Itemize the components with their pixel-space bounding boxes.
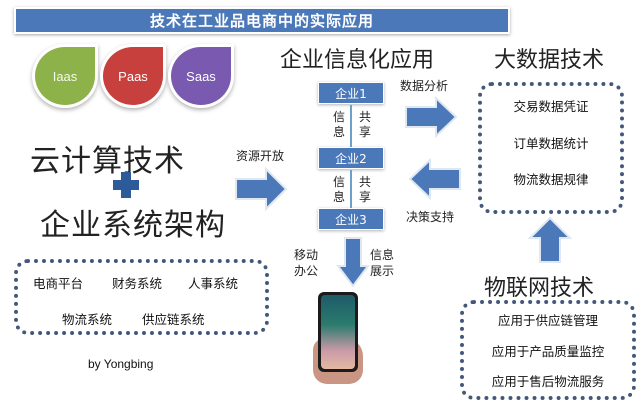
system-supply-chain: 供应链系统	[142, 312, 205, 327]
bigdata-box	[478, 82, 624, 214]
enterprise-3-box: 企业3	[318, 208, 384, 230]
info-label-2: 信息	[332, 175, 345, 204]
enterprise-3-label: 企业3	[335, 212, 367, 227]
paas-badge: Paas	[100, 44, 166, 108]
arrow-left-from-bigdata-icon	[408, 158, 461, 200]
enterprise-1-label: 企业1	[335, 86, 367, 101]
author-credit: by Yongbing	[88, 357, 154, 371]
enterprise-info-heading: 企业信息化应用	[280, 48, 435, 73]
enterprise-2-box: 企业2	[318, 147, 384, 169]
enterprise-2-label: 企业2	[335, 151, 367, 166]
bigdata-item-3: 物流数据规律	[513, 172, 589, 187]
system-ecommerce: 电商平台	[33, 276, 84, 291]
enterprise-architecture-heading: 企业系统架构	[40, 208, 226, 243]
iot-box	[460, 300, 636, 400]
system-hr: 人事系统	[188, 276, 239, 291]
bigdata-heading: 大数据技术	[494, 48, 605, 73]
enterprise-1-box: 企业1	[318, 82, 384, 104]
info-display-label: 信息展示	[370, 248, 395, 278]
share-label-2: 共享	[358, 175, 371, 204]
iaas-badge: Iaas	[32, 44, 98, 108]
link-line-2-3	[350, 170, 352, 208]
arrow-right-to-bigdata-icon	[405, 96, 458, 138]
arrow-down-icon	[336, 237, 370, 288]
smartphone-icon	[318, 292, 358, 372]
saas-badge: Saas	[168, 44, 234, 108]
cloud-computing-heading: 云计算技术	[30, 144, 185, 179]
bigdata-item-2: 订单数据统计	[513, 136, 589, 151]
arrow-right-icon	[235, 166, 288, 212]
system-finance: 财务系统	[112, 276, 163, 291]
iot-heading: 物联网技术	[484, 276, 595, 301]
page-title: 技术在工业品电商中的实际应用	[149, 12, 374, 30]
system-logistics: 物流系统	[62, 312, 113, 327]
title-bar: 技术在工业品电商中的实际应用	[14, 7, 510, 34]
plus-icon	[113, 172, 139, 198]
iot-item-1: 应用于供应链管理	[497, 313, 598, 328]
systems-box	[14, 259, 269, 335]
arrow-up-icon	[527, 216, 573, 263]
decision-support-label: 决策支持	[406, 210, 455, 224]
info-label-1: 信息	[332, 110, 345, 139]
data-analysis-label: 数据分析	[400, 79, 449, 93]
paas-label: Paas	[118, 68, 148, 84]
link-line-1-2	[350, 105, 352, 147]
saas-label: Saas	[186, 68, 216, 84]
iot-item-2: 应用于产品质量监控	[491, 344, 605, 359]
share-label-1: 共享	[358, 110, 371, 139]
resource-open-label: 资源开放	[236, 149, 285, 163]
iot-item-3: 应用于售后物流服务	[491, 374, 605, 389]
iaas-label: Iaas	[52, 68, 78, 84]
bigdata-item-1: 交易数据凭证	[513, 99, 589, 114]
mobile-office-label: 移动办公	[294, 248, 319, 278]
